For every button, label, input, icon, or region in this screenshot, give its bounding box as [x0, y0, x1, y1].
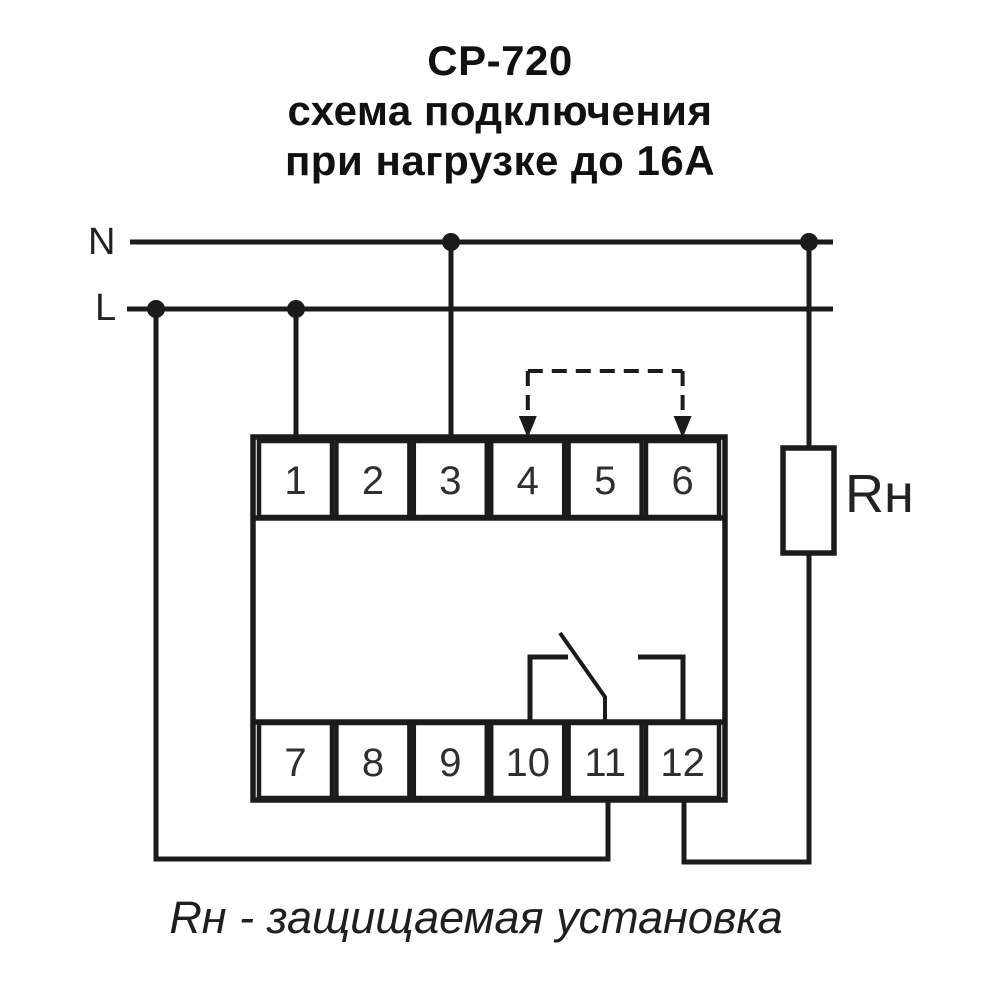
page-title: CP-720 схема подключения при нагрузке до…	[0, 36, 1000, 186]
terminal-cell-5	[566, 438, 644, 520]
terminal-cell-9	[411, 720, 490, 801]
terminal-cell-7	[256, 720, 335, 801]
load-label: Rн	[845, 464, 914, 524]
terminal-label-6: 6	[671, 459, 693, 503]
relay-contact-terminal-10	[527, 654, 568, 722]
junction-dot-l-terminal1	[287, 300, 305, 318]
terminal-label-2: 2	[362, 459, 384, 503]
terminal-cell-10	[488, 720, 567, 801]
junction-dot-n-load	[800, 233, 818, 251]
arrow-down-icon	[673, 416, 692, 438]
terminal-label-3: 3	[439, 459, 461, 503]
load-resistor	[780, 445, 837, 556]
relay-contact-terminal-12	[638, 654, 686, 722]
terminal-cell-3	[411, 438, 490, 520]
junction-dot-n-terminal3	[442, 233, 460, 251]
terminal-label-5: 5	[594, 459, 616, 503]
title-load-rating: при нагрузке до 16А	[284, 137, 716, 184]
title-subtitle: схема подключения	[287, 87, 713, 134]
neutral-bus-label: N	[88, 221, 115, 263]
terminal-cell-8	[334, 720, 412, 801]
terminal-label-12: 12	[660, 741, 705, 785]
wire-l-to-terminal-11	[153, 309, 611, 862]
terminal-cell-1	[256, 438, 335, 520]
wire-terminal-12-to-load	[681, 551, 812, 865]
terminal-label-8: 8	[362, 741, 384, 785]
arrow-down-icon	[518, 416, 537, 438]
line-bus-label: L	[95, 287, 116, 329]
terminal-label-11: 11	[584, 741, 626, 785]
terminal-cell-6	[643, 438, 722, 520]
terminal-cell-11	[566, 720, 644, 801]
terminal-label-1: 1	[284, 459, 306, 503]
terminal-cell-4	[488, 438, 567, 520]
junction-dot-l-left	[147, 300, 165, 318]
relay-blade	[558, 631, 607, 722]
caption-text: Rн - защищаемая установка	[169, 892, 783, 943]
terminal-cell-12	[643, 720, 722, 801]
terminal-cell-2	[334, 438, 412, 520]
terminal-label-7: 7	[284, 741, 306, 785]
terminal-label-4: 4	[517, 459, 539, 503]
terminal-label-10: 10	[506, 741, 551, 785]
caption: Rн - защищаемая установка	[0, 892, 976, 944]
terminal-label-9: 9	[439, 741, 461, 785]
title-model: CP-720	[427, 37, 573, 84]
